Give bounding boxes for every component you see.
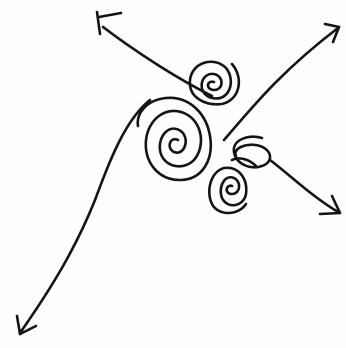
- spiral-large-left-icon: [138, 98, 211, 180]
- spiral-small-top-icon: [190, 62, 239, 105]
- arrow-down-right-icon: [270, 160, 340, 214]
- arrow-up-left-icon: [97, 12, 212, 96]
- arrow-up-right-icon: [224, 24, 339, 140]
- spiral-lower-right-icon: [209, 137, 270, 213]
- arrow-down-left-icon: [17, 100, 150, 334]
